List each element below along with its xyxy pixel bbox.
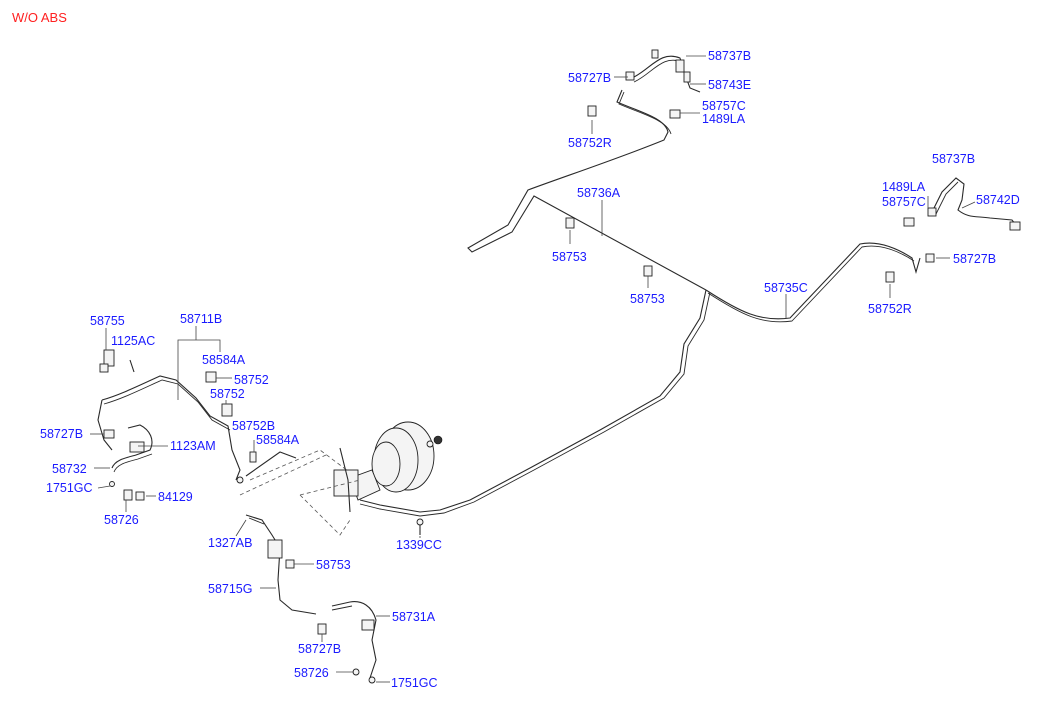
label-58752-a: 58752 [234,373,269,387]
label-58736a: 58736A [577,186,621,200]
label-1489la-top: 1489LA [702,112,746,126]
clips [99,49,935,684]
diagram-title: W/O ABS [12,10,67,25]
brake-booster [239,421,443,513]
label-1489la-right: 1489LA [882,180,926,194]
label-58752r-right: 58752R [868,302,912,316]
label-58757c-top: 58757C [702,99,746,113]
label-58731a: 58731A [392,610,436,624]
label-58757c-right: 58757C [882,195,926,209]
label-58735c: 58735C [764,281,808,295]
label-58727b-bottom: 58727B [298,642,341,656]
label-58584a-bottom: 58584A [256,433,300,447]
label-58743e: 58743E [708,78,751,92]
label-58742d: 58742D [976,193,1020,207]
label-58711b: 58711B [180,312,222,326]
label-58727b-right: 58727B [953,252,996,266]
label-58755: 58755 [90,314,125,328]
label-58752b: 58752B [232,419,275,433]
label-58752r-top: 58752R [568,136,612,150]
label-58737b-right: 58737B [932,152,975,166]
leader-lines [90,55,976,683]
label-58753-a: 58753 [552,250,587,264]
label-1339cc: 1339CC [396,538,442,552]
label-1123am: 1123AM [170,439,216,453]
label-58715g: 58715G [208,582,252,596]
hose-fitting [675,59,685,73]
label-58584a-top: 58584A [202,353,246,367]
label-58727b-top: 58727B [568,71,611,85]
label-58752-b: 58752 [210,387,245,401]
label-58753-c: 58753 [316,558,351,572]
brake-pipes [97,55,1021,679]
label-84129: 84129 [158,490,193,504]
label-58727b-left: 58727B [40,427,83,441]
label-58753-b: 58753 [630,292,665,306]
label-1751gc-left: 1751GC [46,481,93,495]
label-1751gc-bottom: 1751GC [391,676,438,690]
label-58726-bottom: 58726 [294,666,329,680]
part-labels: 58737B 58727B 58743E 58757C 1489LA 58752… [40,49,1020,690]
label-58737b-top: 58737B [708,49,751,63]
label-58732: 58732 [52,462,87,476]
label-58726-left: 58726 [104,513,139,527]
label-1327ab: 1327AB [208,536,252,550]
label-1125ac: 1125AC [111,334,155,348]
